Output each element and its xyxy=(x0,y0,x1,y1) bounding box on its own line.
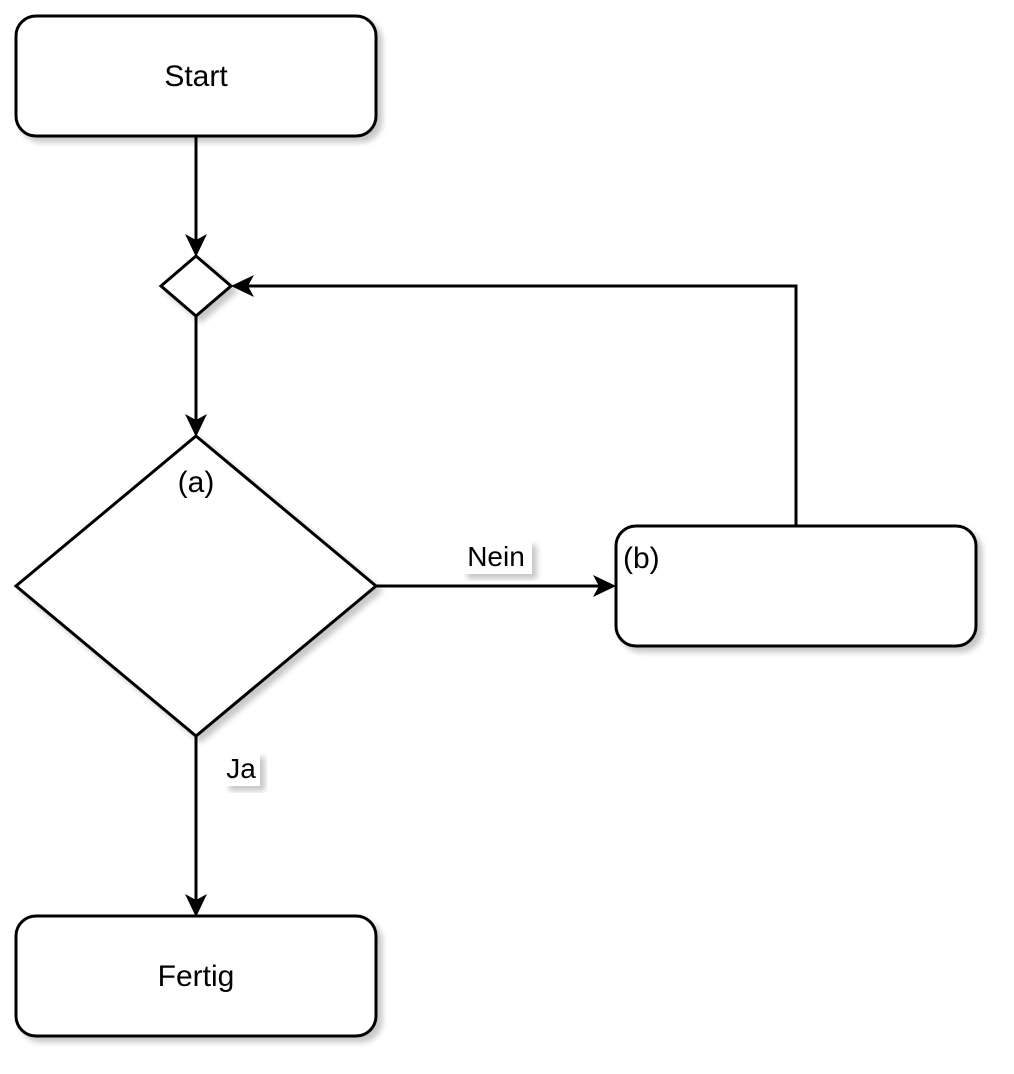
edge-label-no-text: Nein xyxy=(467,541,525,572)
start-node[interactable]: Start xyxy=(14,14,378,138)
arrowhead-icon xyxy=(593,575,616,597)
process-node[interactable]: (b) xyxy=(614,524,978,648)
arrowhead-icon xyxy=(185,894,207,917)
arrowhead-icon xyxy=(185,234,207,257)
edge-label-no: Nein xyxy=(462,540,532,574)
edge-label-yes: Ja xyxy=(224,752,260,786)
edge-label-yes-text: Ja xyxy=(226,753,256,784)
end-label: Fertig xyxy=(158,960,235,993)
edge-merge-to-decision xyxy=(185,316,207,437)
process-label: (b) xyxy=(623,542,660,575)
decision-node[interactable]: (a) xyxy=(13,434,379,738)
edge-decision-to-end xyxy=(185,736,207,917)
end-node[interactable]: Fertig xyxy=(14,914,378,1038)
arrowhead-icon xyxy=(185,414,207,437)
edge-start-to-merge xyxy=(185,136,207,257)
start-label: Start xyxy=(164,60,228,93)
arrowhead-icon xyxy=(231,275,254,297)
merge-node[interactable] xyxy=(158,254,234,318)
decision-label: (a) xyxy=(178,466,215,499)
edge-decision-to-process xyxy=(376,575,616,597)
edge-process-loop-back xyxy=(231,275,798,526)
